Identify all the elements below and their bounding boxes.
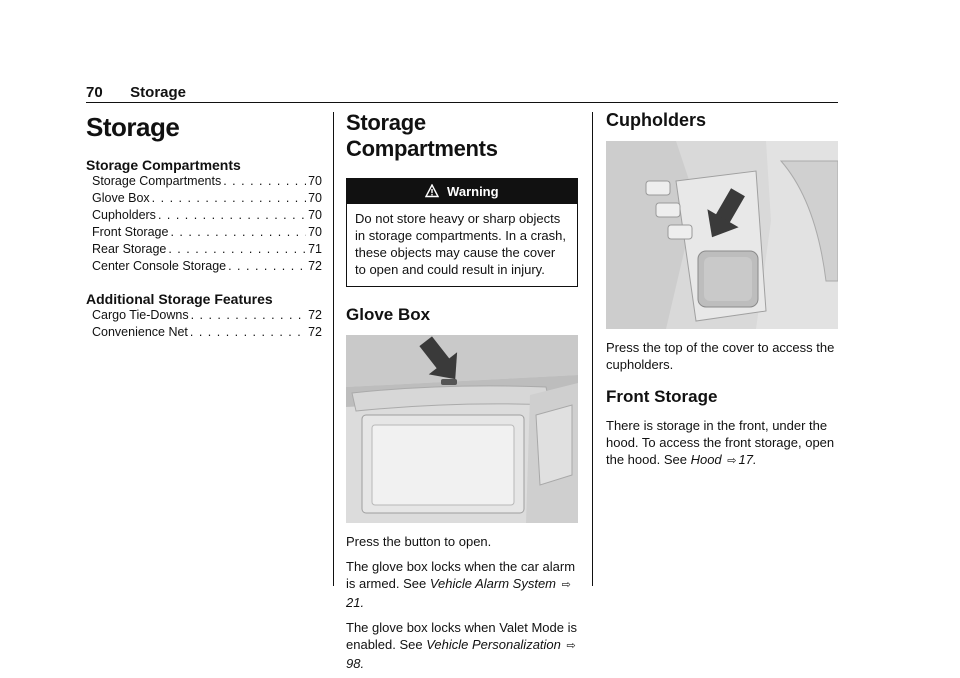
toc-entry-label: Cargo Tie-Downs — [92, 308, 189, 322]
toc-entry-page: 72 — [308, 308, 322, 322]
xref-page[interactable]: 21 — [346, 595, 361, 610]
toc-entry-label: Glove Box — [92, 191, 150, 205]
toc-group-heading: Additional Storage Features — [86, 291, 273, 307]
warning-text: Do not store heavy or sharp objects in s… — [355, 211, 566, 277]
warning-box: Warning Do not store heavy or sharp obje… — [346, 178, 578, 287]
toc-entry[interactable]: Glove Box 70 — [86, 190, 322, 207]
toc-group-heading: Storage Compartments — [86, 157, 241, 173]
running-section-title: Storage — [130, 84, 187, 101]
toc-entry[interactable]: Convenience Net 72 — [86, 324, 322, 341]
toc-dot-leader — [228, 258, 306, 275]
cupholders-illustration — [606, 141, 838, 329]
toc-entry[interactable]: Rear Storage 71 — [86, 241, 322, 258]
warning-header: Warning — [347, 179, 577, 204]
glove-box-paragraph-3: The glove box locks when Valet Mode is e… — [346, 620, 577, 671]
toc-entry-label: Rear Storage — [92, 242, 167, 256]
toc-dot-leader — [191, 307, 307, 324]
chapter-title: Storage — [86, 112, 180, 142]
toc-dot-leader — [168, 241, 306, 258]
subsection-title-cupholders: Cupholders — [606, 110, 707, 130]
glove-box-illustration — [346, 335, 578, 523]
toc-entry[interactable]: Cargo Tie-Downs 72 — [86, 307, 322, 324]
page-reference-icon: ⇨ — [727, 455, 737, 467]
column-storage-compartments: Storage Compartments Warning Do not stor… — [346, 110, 578, 672]
toc-dot-leader — [223, 173, 306, 190]
column-divider — [333, 112, 334, 586]
page-number: 70 — [86, 84, 103, 101]
page-reference-icon: ⇨ — [566, 640, 576, 652]
xref-hood[interactable]: Hood — [690, 452, 722, 467]
xref-vehicle-personalization[interactable]: Vehicle Personalization — [426, 637, 561, 652]
toc-dot-leader — [170, 224, 306, 241]
toc-entry-page: 70 — [308, 225, 322, 239]
toc-entry-page: 70 — [308, 208, 322, 222]
column-cupholders-front-storage: Cupholders Press the top of the cover to… — [606, 110, 838, 470]
xref-page[interactable]: 98 — [346, 656, 361, 671]
toc-entry-label: Center Console Storage — [92, 259, 227, 273]
page-header: 70 Storage — [86, 84, 186, 101]
xref-page[interactable]: 17 — [738, 452, 753, 467]
toc-entry-label: Storage Compartments — [92, 174, 222, 188]
toc-entry-page: 71 — [308, 242, 322, 256]
toc-entry-page: 70 — [308, 191, 322, 205]
section-title: Storage Compartments — [346, 110, 498, 161]
toc-entry[interactable]: Cupholders 70 — [86, 207, 322, 224]
toc-dot-leader — [190, 324, 306, 341]
page-reference-icon: ⇨ — [561, 579, 571, 591]
toc-entry[interactable]: Front Storage 70 — [86, 224, 322, 241]
toc-entry-page: 70 — [308, 174, 322, 188]
glove-box-paragraph-1: Press the button to open. — [346, 534, 492, 549]
front-storage-paragraph-1: There is storage in the front, under the… — [606, 417, 838, 470]
warning-icon — [425, 183, 440, 198]
subsection-title-front-storage: Front Storage — [606, 387, 718, 406]
cupholders-paragraph-1: Press the top of the cover to access the… — [606, 340, 835, 372]
glove-box-paragraph-2: The glove box locks when the car alarm i… — [346, 559, 576, 610]
subsection-title-glove-box: Glove Box — [346, 305, 431, 324]
toc-dot-leader — [152, 190, 306, 207]
toc-entry-label: Cupholders — [92, 208, 156, 222]
toc-entry-page: 72 — [308, 325, 322, 339]
toc-dot-leader — [158, 207, 306, 224]
toc-entry-label: Convenience Net — [92, 325, 188, 339]
toc-entry[interactable]: Center Console Storage 72 — [86, 258, 322, 275]
warning-label: Warning — [447, 184, 499, 199]
toc-entry[interactable]: Storage Compartments 70 — [86, 173, 322, 190]
toc-entry-page: 72 — [308, 259, 322, 273]
header-rule — [86, 102, 838, 103]
column-divider — [592, 112, 593, 586]
toc-entry-label: Front Storage — [92, 225, 169, 239]
xref-vehicle-alarm-system[interactable]: Vehicle Alarm System — [429, 576, 557, 591]
